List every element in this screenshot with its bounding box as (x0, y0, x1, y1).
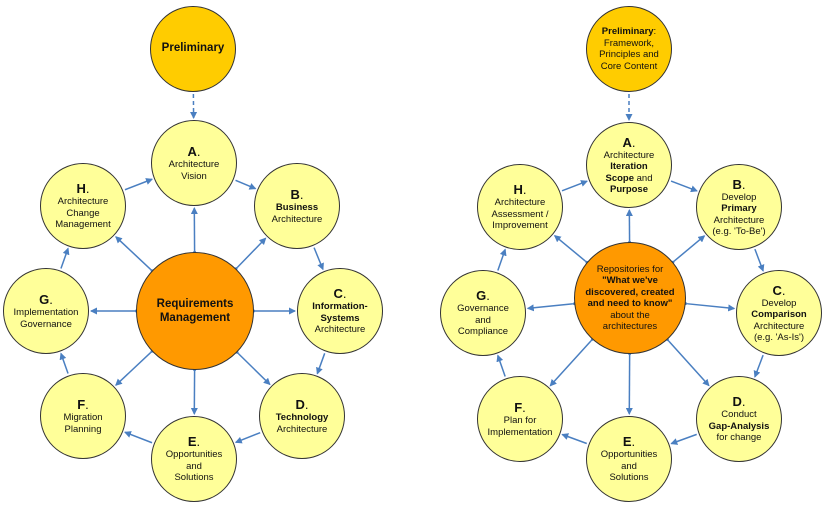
left-cycle-arrow-d-e (234, 431, 261, 444)
right-center-arrow-h (553, 235, 593, 268)
right-phase-h-node: H. Architecture Assessment / Improvement (477, 164, 563, 250)
right-phase-a-node: A. Architecture Iteration Scope and Purp… (586, 122, 672, 208)
right-cycle-arrow-c-d (753, 354, 764, 378)
right-center-arrow-g (526, 299, 579, 312)
left-phase-c-node: C. Information- Systems Architecture (297, 268, 383, 354)
left-phase-e-node: E. Opportunities and Solutions (151, 416, 237, 502)
left-center-arrow-d (231, 347, 271, 386)
left-preliminary-node: Preliminary (150, 6, 236, 92)
right-cycle-arrow-b-c (754, 248, 765, 272)
left-cycle-arrow-g-h (60, 247, 70, 269)
right-cycle-arrow-g-h (497, 248, 507, 271)
left-cycle-arrow-f-g (59, 352, 69, 374)
right-phase-b-node: B. Develop Primary Architecture (e.g. 'T… (696, 164, 782, 250)
left-cycle-arrow-h-a (124, 178, 153, 191)
left-center-arrow-h (115, 236, 158, 276)
right-cycle-arrow-e-f (561, 433, 588, 445)
left-cycle-arrow-a-b (235, 179, 257, 190)
left-phase-h-node: H. Architecture Change Management (40, 163, 126, 249)
right-center-arrow-d (662, 334, 710, 387)
right-cycle-arrow-d-e (670, 433, 697, 445)
left-cycle-arrow-e-f (124, 431, 153, 444)
right-cycle-arrow-h-a (561, 180, 588, 192)
right-repositories-node: Repositories for "What we've discovered,… (574, 242, 686, 354)
right-phase-e-node: E. Opportunities and Solutions (586, 416, 672, 502)
right-phase-g-node: G. Governance and Compliance (440, 270, 526, 356)
left-center-arrow-f (115, 346, 158, 386)
left-phase-g-node: G. Implementation Governance (3, 268, 89, 354)
right-center-arrow-f (549, 334, 598, 387)
left-phase-f-node: F. Migration Planning (40, 373, 126, 459)
left-phase-b-node: B. Business Architecture (254, 163, 340, 249)
right-phase-c-node: C. Develop Comparison Architecture (e.g.… (736, 270, 822, 356)
right-phase-f-node: F. Plan for Implementation (477, 376, 563, 462)
right-cycle-arrow-a-b (670, 180, 698, 193)
right-center-arrow-b (667, 235, 706, 268)
right-center-arrow-c (681, 299, 736, 312)
left-phase-d-node: D. Technology Architecture (259, 373, 345, 459)
right-phase-d-node: D. Conduct Gap-Analysis for change (696, 376, 782, 462)
left-center-arrow-b (230, 237, 267, 274)
left-cycle-arrow-b-c (313, 247, 324, 271)
right-cycle-arrow-f-g (496, 354, 506, 377)
left-phase-a-node: A. Architecture Vision (151, 120, 237, 206)
right-preliminary-node: Preliminary: Framework, Principles and C… (586, 6, 672, 92)
left-cycle-arrow-c-d (316, 353, 326, 375)
left-requirements-management-node: Requirements Management (136, 252, 254, 370)
